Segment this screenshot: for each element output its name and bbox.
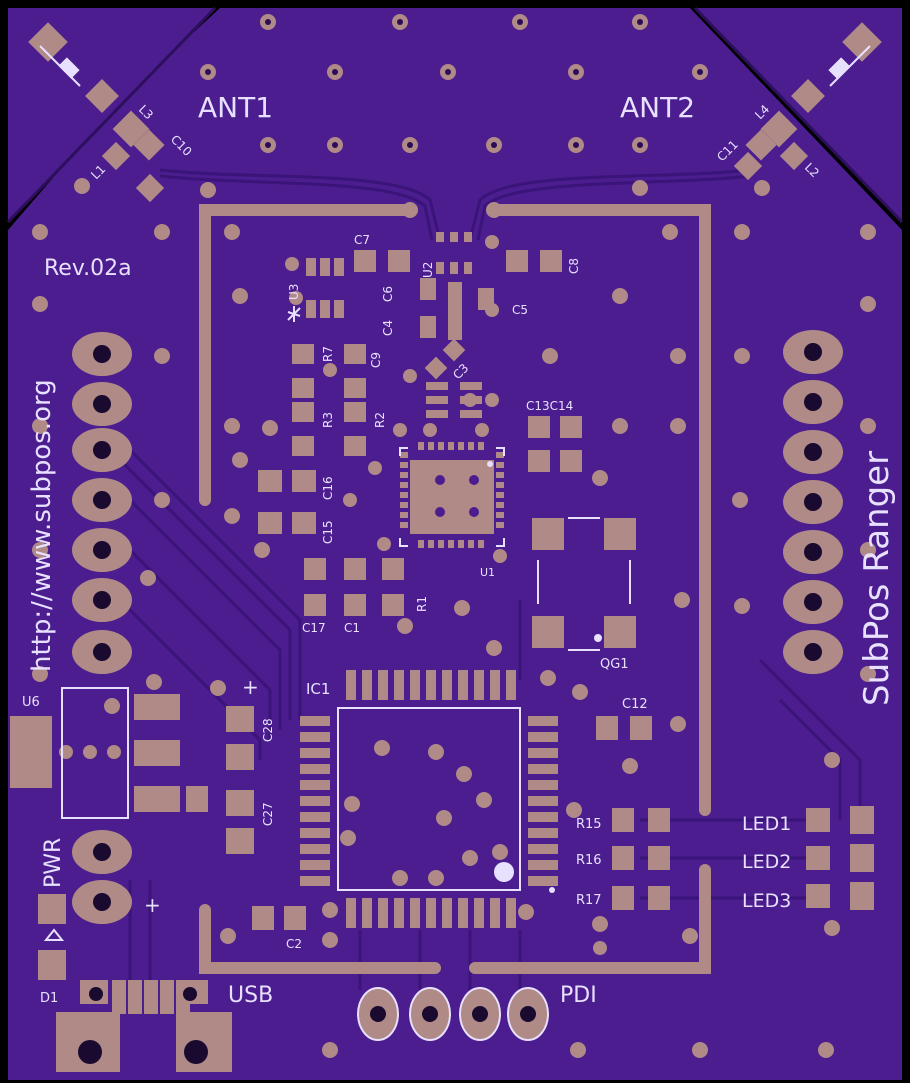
label-ic1: IC1 <box>306 680 330 698</box>
label-u6: U6 <box>22 695 40 710</box>
label-c28: C28 <box>261 718 275 742</box>
usb-holes <box>78 987 208 1064</box>
label-c6: C6 <box>381 286 395 302</box>
label-c8: C8 <box>567 258 581 274</box>
header-pwr <box>72 830 132 924</box>
label-c1: C1 <box>344 621 360 635</box>
board-cut-left <box>6 6 217 224</box>
label-c5: C5 <box>512 303 528 317</box>
header-pdi <box>357 987 549 1041</box>
header-left-holes <box>93 345 111 661</box>
label-ant1: ANT1 <box>198 91 273 124</box>
shield-outline <box>199 204 711 974</box>
traces <box>118 168 862 1000</box>
via-holes <box>205 19 703 148</box>
header-right-holes <box>804 343 822 661</box>
label-plus-1: + <box>242 675 259 699</box>
label-usb: USB <box>228 983 273 1008</box>
label-c13c14: C13C14 <box>526 399 573 413</box>
board-cut-right <box>693 6 904 224</box>
label-c4: C4 <box>381 320 395 336</box>
label-r15: R15 <box>576 817 602 832</box>
label-c16: C16 <box>321 476 335 500</box>
label-u3: U3 <box>287 284 301 300</box>
label-led2: LED2 <box>742 851 791 873</box>
label-c17: C17 <box>302 621 326 635</box>
label-r17: R17 <box>576 893 602 908</box>
label-rev: Rev.02a <box>44 256 132 281</box>
label-r7: R7 <box>321 346 335 362</box>
label-plus-2: + <box>144 893 161 917</box>
label-url: http://www.subpos.org <box>27 379 57 672</box>
label-pwr: PWR <box>41 838 66 888</box>
label-ant2: ANT2 <box>620 91 695 124</box>
label-pdi: PDI <box>560 983 597 1008</box>
label-r2: R2 <box>373 412 387 428</box>
label-u1: U1 <box>480 566 495 579</box>
label-c12: C12 <box>622 697 648 712</box>
label-product: SubPos Ranger <box>857 451 897 706</box>
label-u2: U2 <box>421 262 435 278</box>
label-c9: C9 <box>369 352 383 368</box>
label-r1: R1 <box>415 596 429 612</box>
silk-outlines <box>43 306 631 941</box>
label-qg1: QG1 <box>600 657 629 672</box>
board-body <box>8 8 902 1080</box>
label-led3: LED3 <box>742 890 791 912</box>
label-c7: C7 <box>354 233 370 247</box>
ic1-chip <box>300 670 558 928</box>
label-r3: R3 <box>321 412 335 428</box>
label-c2: C2 <box>286 937 302 951</box>
label-led1: LED1 <box>742 813 791 835</box>
label-c15: C15 <box>321 520 335 544</box>
label-r16: R16 <box>576 853 602 868</box>
label-c27: C27 <box>261 802 275 826</box>
label-d1: D1 <box>40 991 58 1006</box>
u1-chip <box>400 442 504 548</box>
smd-pads <box>10 232 874 1072</box>
